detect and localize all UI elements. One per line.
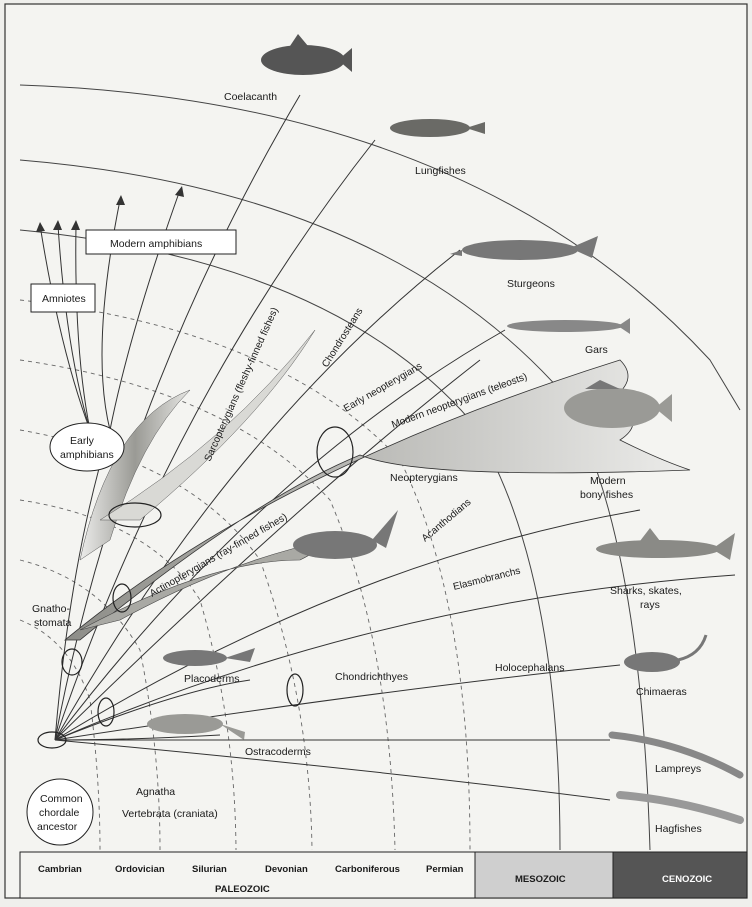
- label-holocephalans: Holocephalans: [495, 662, 564, 674]
- label-ancestor-3: ancestor: [37, 821, 78, 833]
- label-chimaeras: Chimaeras: [636, 686, 687, 698]
- era-mesozoic: MESOZOIC: [515, 874, 566, 885]
- label-modern-bony-1: Modern: [590, 475, 626, 487]
- label-modern-bony-2: bony fishes: [580, 489, 633, 501]
- label-ostracoderms: Ostracoderms: [245, 746, 311, 758]
- label-sharks-2: rays: [640, 599, 660, 611]
- label-ancestor-2: chordale: [39, 807, 79, 819]
- label-early-amphibians-2: amphibians: [60, 449, 114, 461]
- period-devonian: Devonian: [265, 864, 308, 875]
- period-carboniferous: Carboniferous: [335, 864, 400, 875]
- label-early-amphibians-1: Early: [70, 435, 95, 447]
- label-lungfishes: Lungfishes: [415, 165, 466, 177]
- label-gnathostomata-2: stomata: [34, 617, 72, 629]
- label-placoderms: Placoderms: [184, 673, 239, 685]
- period-permian: Permian: [426, 864, 464, 875]
- label-hagfishes: Hagfishes: [655, 823, 702, 835]
- label-coelacanth: Coelacanth: [224, 91, 277, 103]
- label-agnatha: Agnatha: [136, 786, 175, 798]
- label-gnathostomata-1: Gnatho-: [32, 603, 70, 615]
- label-vertebrata: Vertebrata (craniata): [122, 808, 218, 820]
- label-lampreys: Lampreys: [655, 763, 701, 775]
- label-neopterygians: Neopterygians: [390, 472, 458, 484]
- timeline: Cambrian Ordovician Silurian Devonian Ca…: [20, 852, 747, 898]
- period-silurian: Silurian: [192, 864, 227, 875]
- era-paleozoic: PALEOZOIC: [215, 884, 270, 895]
- label-sturgeons: Sturgeons: [507, 278, 555, 290]
- period-cambrian: Cambrian: [38, 864, 82, 875]
- label-modern-amphibians: Modern amphibians: [110, 238, 202, 250]
- label-ancestor-1: Common: [40, 793, 83, 805]
- early-amphibians-ellipse: [50, 423, 124, 471]
- label-chondrichthyes: Chondrichthyes: [335, 671, 408, 683]
- label-sharks-1: Sharks, skates,: [610, 585, 682, 597]
- label-gars: Gars: [585, 344, 608, 356]
- period-ordovician: Ordovician: [115, 864, 165, 875]
- label-amniotes: Amniotes: [42, 293, 86, 305]
- era-cenozoic: CENOZOIC: [662, 874, 712, 885]
